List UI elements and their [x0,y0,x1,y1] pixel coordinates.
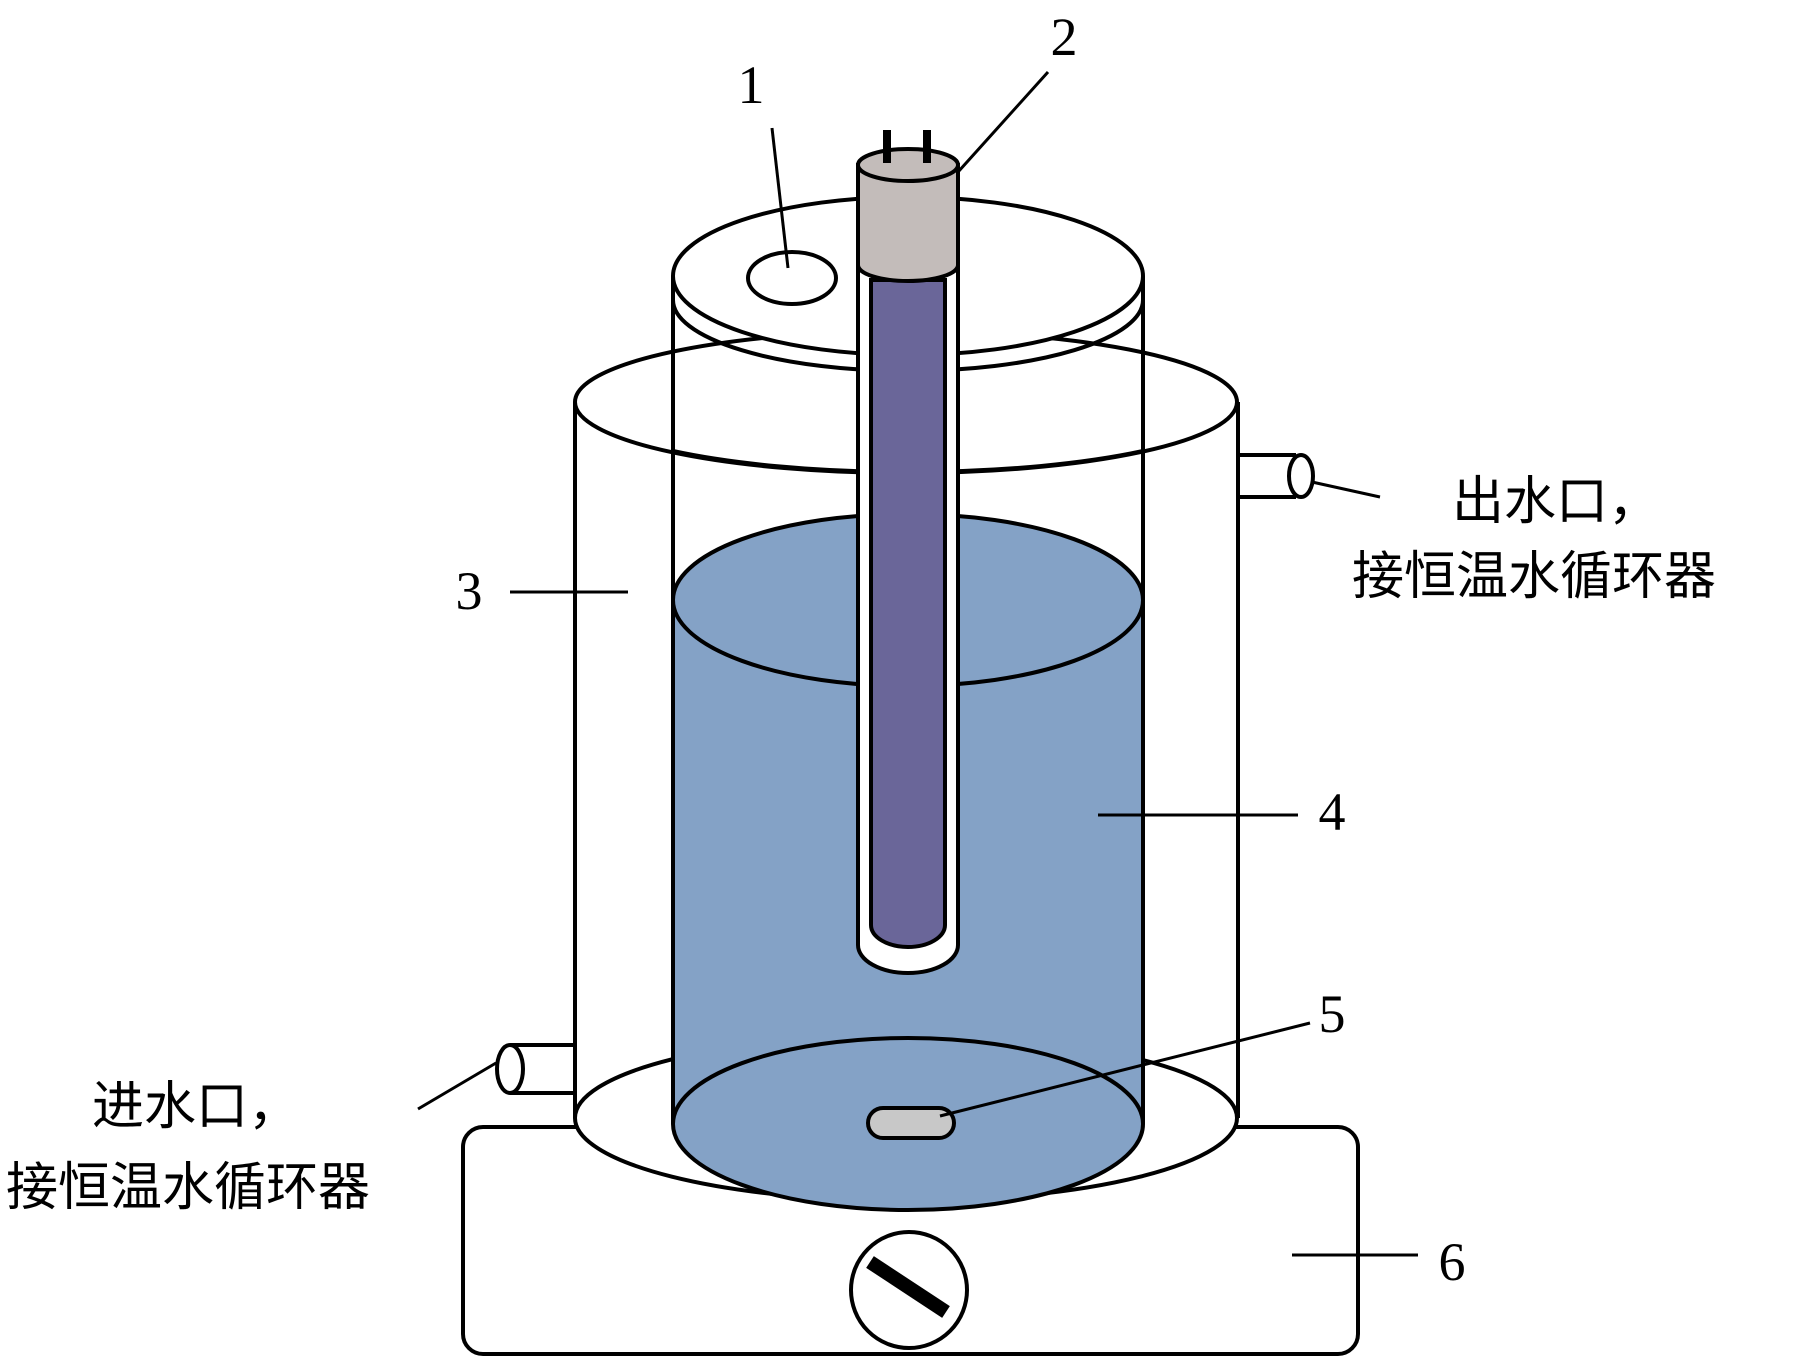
label-3: 3 [456,561,483,621]
leader-5 [939,1021,1311,1118]
leader-lines [417,70,1418,1257]
magnetic-stirrer-base [461,1125,1360,1356]
dial-knob-icon [849,1230,969,1350]
inlet-caption-line2: 接恒温水循环器 [6,1160,370,1217]
outlet-caption-line1: 出水口， [1452,474,1660,531]
sampling-port [746,250,838,306]
label-6: 6 [1439,1232,1466,1292]
label-4: 4 [1319,782,1346,842]
leader-2 [956,70,1050,174]
label-2: 2 [1051,7,1078,67]
outlet-caption-line2: 接恒温水循环器 [1352,549,1716,606]
leader-1 [770,127,790,269]
uv-lamp-icon [856,130,960,975]
leader-inlet [417,1061,497,1111]
label-5: 5 [1319,984,1346,1044]
magnetic-stir-bar-icon [866,1106,956,1140]
inlet-nozzle [495,1042,577,1118]
inlet-caption-line1: 进水口， [92,1079,300,1136]
label-1: 1 [738,55,765,115]
outlet-nozzle [1238,453,1315,499]
leader-outlet [1311,480,1381,499]
